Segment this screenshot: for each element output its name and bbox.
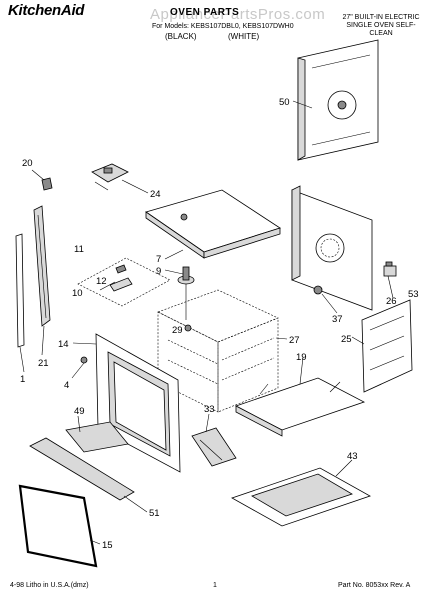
product-description: 27" BUILT-IN ELECTRIC SINGLE OVEN SELF-C… xyxy=(342,14,420,37)
part-door-trim[interactable] xyxy=(29,437,135,501)
callout-12: 12 xyxy=(96,276,107,287)
part-vent[interactable] xyxy=(191,427,237,467)
part-side-trim[interactable] xyxy=(33,205,51,327)
part-element-assembly[interactable] xyxy=(77,257,171,307)
part-clip[interactable] xyxy=(41,177,53,191)
callout-51: 51 xyxy=(149,508,160,519)
callout-21: 21 xyxy=(38,358,49,369)
callout-10: 10 xyxy=(72,288,83,299)
part-door-frame[interactable] xyxy=(80,333,181,473)
color-black-label: (BLACK) xyxy=(165,32,197,41)
callout-15: 15 xyxy=(102,540,113,551)
part-side-panel[interactable] xyxy=(291,185,373,311)
litho-note: 4-98 Litho in U.S.A.(dmz) xyxy=(10,582,89,589)
callout-26: 26 xyxy=(386,296,397,307)
model-numbers: For Models: KEBS107DBL0, KEBS107DWH0 xyxy=(152,23,294,30)
page-title: OVEN PARTS xyxy=(170,7,240,18)
callout-7: 7 xyxy=(156,254,161,265)
callout-37: 37 xyxy=(332,314,343,325)
callout-50: 50 xyxy=(279,97,290,108)
page-number: 1 xyxy=(213,582,217,589)
callout-11: 11 xyxy=(74,244,84,255)
callout-25: 25 xyxy=(341,334,352,345)
callout-27: 27 xyxy=(289,335,300,346)
part-broil-pan[interactable] xyxy=(231,467,371,527)
part-vertical-strip[interactable] xyxy=(15,233,25,348)
color-white-label: (WHITE) xyxy=(228,32,260,41)
callout-19: 19 xyxy=(296,352,307,363)
part-side-bracket[interactable] xyxy=(361,299,413,393)
watermark: AppliancePartsPros.com xyxy=(150,6,326,23)
callout-20: 20 xyxy=(22,158,33,169)
part-floor-panel[interactable] xyxy=(234,377,366,437)
callout-1: 1 xyxy=(20,374,25,385)
part-bracket[interactable] xyxy=(91,163,129,191)
part-door-gasket[interactable] xyxy=(18,484,98,568)
callout-33: 33 xyxy=(204,404,215,415)
part-number: Part No. 8053xx Rev. A xyxy=(338,582,411,589)
callout-24: 24 xyxy=(150,189,161,200)
part-lower-trim[interactable] xyxy=(65,421,129,453)
callout-53: 53 xyxy=(408,289,419,300)
part-top-panel[interactable] xyxy=(145,189,281,259)
callout-4: 4 xyxy=(64,380,69,391)
part-rear-panel[interactable] xyxy=(297,39,379,161)
callout-labels: 20 24 50 11 7 9 10 12 21 14 4 29 27 37 2… xyxy=(20,97,419,551)
callout-14: 14 xyxy=(58,339,69,350)
callout-43: 43 xyxy=(347,451,358,462)
callout-49: 49 xyxy=(74,406,85,417)
part-sensor[interactable] xyxy=(177,266,195,320)
brand-logo: KitchenAid xyxy=(8,2,85,19)
callout-29: 29 xyxy=(172,325,183,336)
callout-9: 9 xyxy=(156,266,161,277)
part-oven-cavity[interactable] xyxy=(157,289,279,413)
part-connector[interactable] xyxy=(383,261,397,277)
leader-lines xyxy=(19,100,394,545)
